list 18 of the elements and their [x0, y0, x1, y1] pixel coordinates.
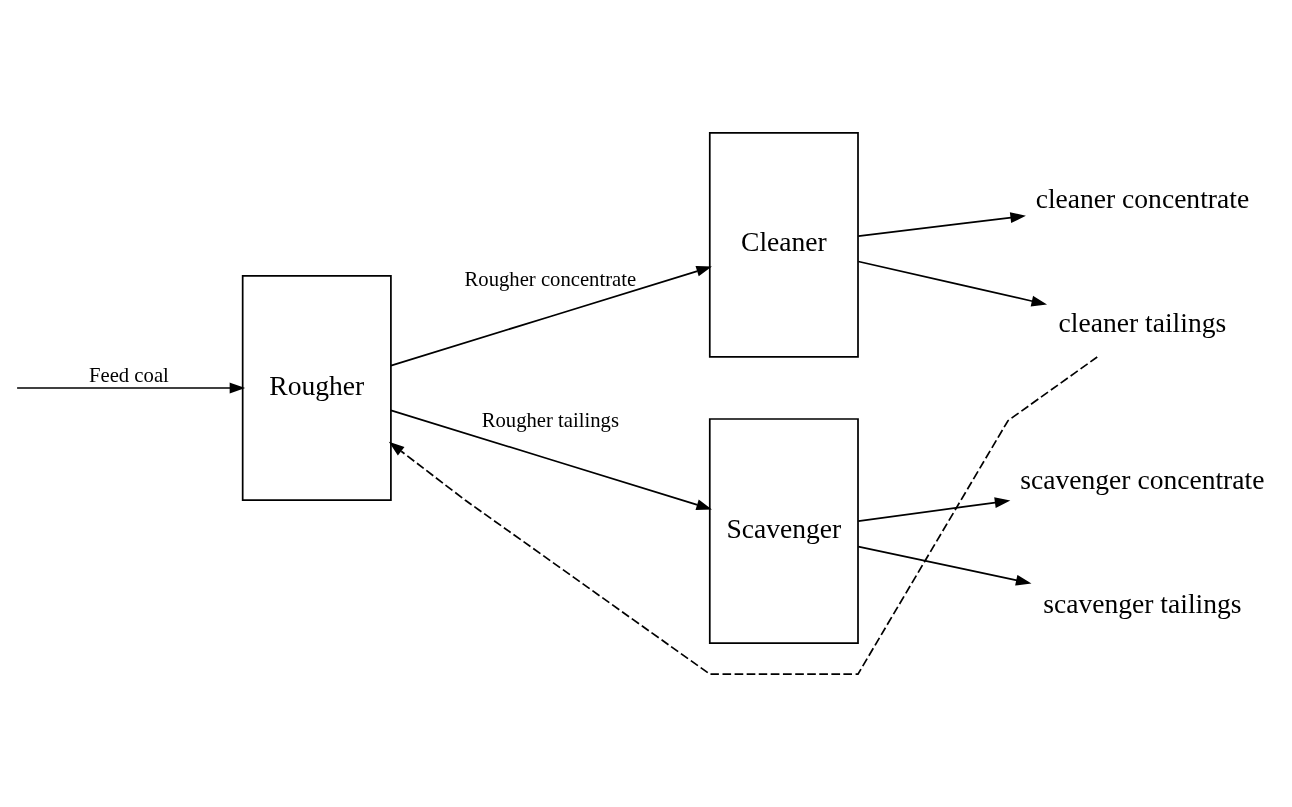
- arrow: [857, 260, 1047, 307]
- node-text: cleaner concentrate: [1035, 183, 1250, 215]
- edge-label: Feed coal: [89, 364, 169, 387]
- node-box: Cleaner: [708, 132, 859, 358]
- edge-label: Rougher tailings: [481, 408, 619, 431]
- arrow: [857, 497, 1011, 523]
- arrow: [857, 212, 1026, 237]
- arrow: [16, 382, 246, 394]
- node-box: Scavenger: [708, 418, 859, 644]
- arrow: [390, 266, 712, 367]
- node-text: scavenger tailings: [1043, 588, 1242, 620]
- node-text: scavenger concentrate: [1020, 464, 1265, 496]
- arrow: [388, 356, 1099, 675]
- edge-label: Rougher concentrate: [464, 267, 637, 290]
- node-text: cleaner tailings: [1058, 307, 1227, 339]
- arrow: [857, 545, 1032, 586]
- arrow: [390, 409, 712, 510]
- node-box: Rougher: [241, 275, 392, 501]
